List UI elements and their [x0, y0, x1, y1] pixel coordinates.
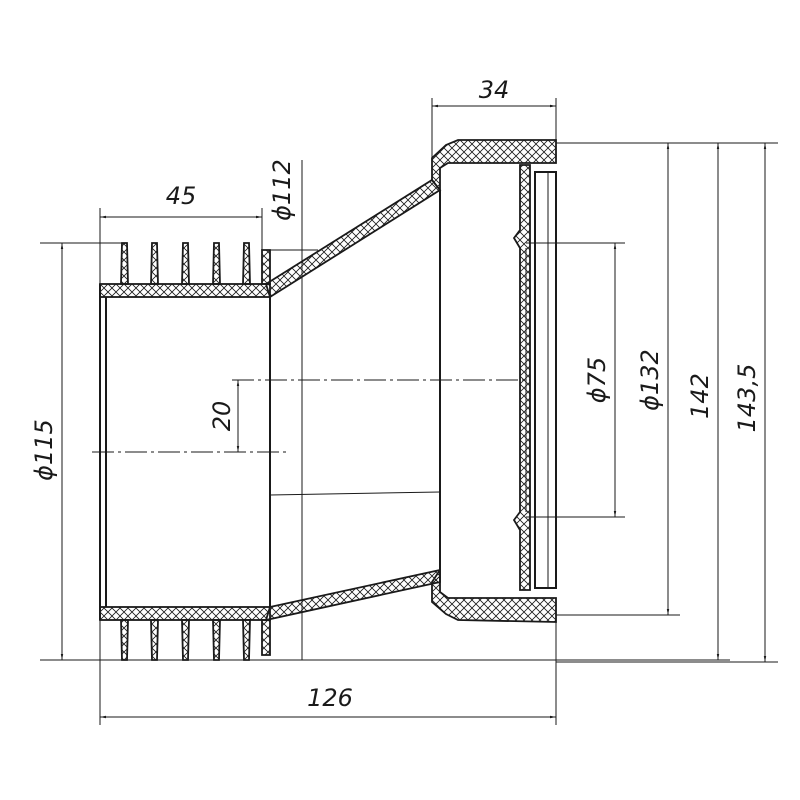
- dim-label-112: ϕ112: [268, 159, 296, 221]
- dim-label-20: 20: [208, 401, 236, 432]
- dim-label-75: ϕ75: [583, 357, 611, 403]
- dim-label-142: 142: [686, 373, 714, 419]
- dim-label-45: 45: [166, 182, 197, 210]
- dim-label-126: 126: [307, 684, 353, 712]
- bottom-fins: [120, 619, 271, 661]
- top-pipe-wall: [99, 283, 271, 298]
- socket-bottom-wall: [431, 567, 557, 623]
- dim-label-115: ϕ115: [30, 419, 58, 481]
- dim-label-143-5: 143,5: [733, 364, 761, 433]
- sealing-ring: [512, 164, 531, 591]
- connector-body: [99, 139, 557, 661]
- bottom-pipe-wall: [99, 606, 271, 621]
- socket-frame: [534, 171, 557, 589]
- bottom-cone-wall: [264, 568, 441, 622]
- dim-label-34: 34: [479, 76, 510, 104]
- top-fins: [120, 242, 271, 285]
- dimensions: 34 45 ϕ112 ϕ115 20 ϕ75 ϕ132 142 143,5 12…: [30, 76, 778, 725]
- socket-top-wall: [431, 139, 557, 193]
- dim-label-132: ϕ132: [636, 349, 664, 411]
